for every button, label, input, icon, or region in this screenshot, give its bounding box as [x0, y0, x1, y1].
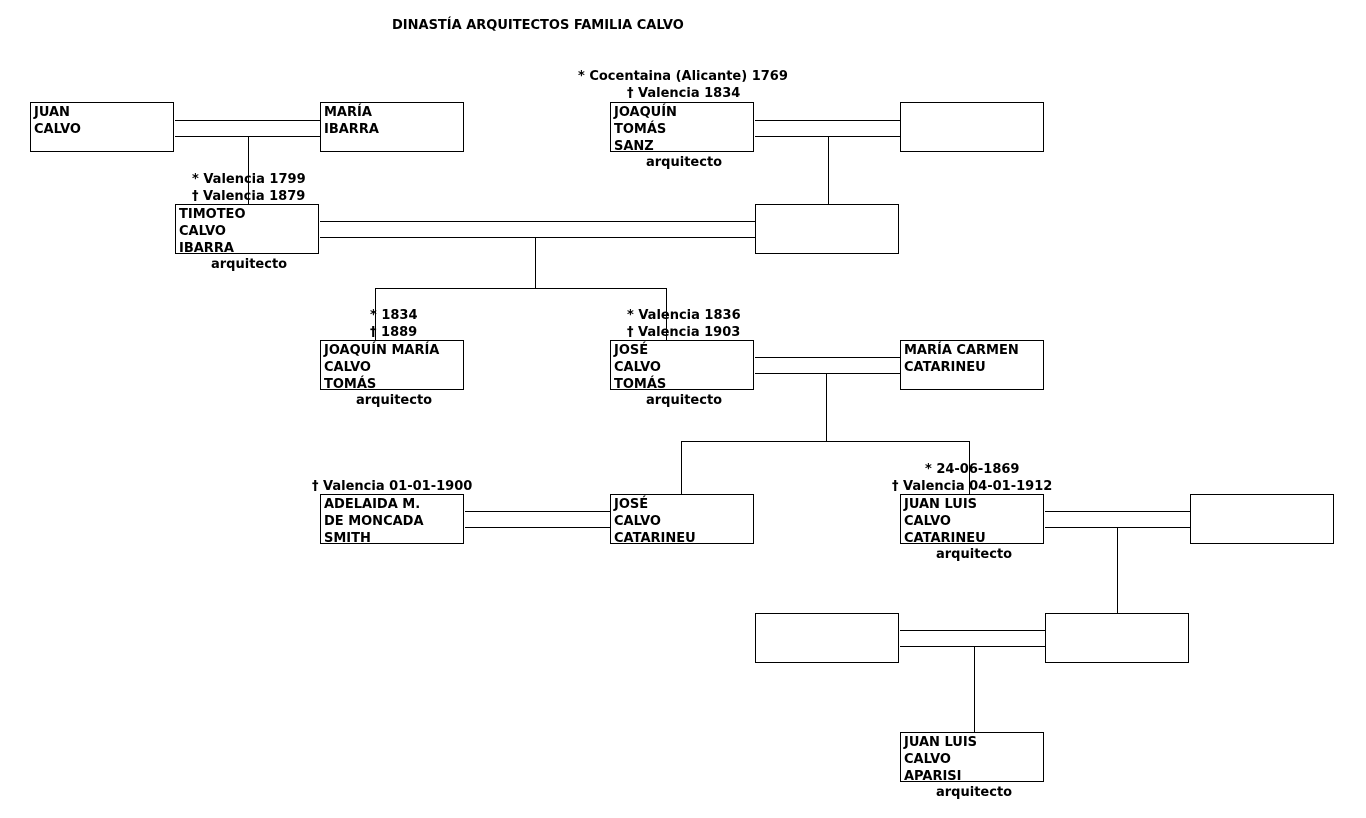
- person-name-line: CALVO: [904, 514, 951, 529]
- birth-info: * 1834: [370, 308, 418, 323]
- person-box-juan-luis-calvo-catarineu[interactable]: JUAN LUIS CALVO CATARINEU: [900, 494, 1044, 546]
- person-box-empty[interactable]: [1190, 494, 1334, 544]
- profession-label: arquitecto: [936, 547, 1013, 562]
- person-name-line: JOAQUÍN MARÍA: [324, 343, 440, 358]
- person-name-line: CALVO: [614, 360, 661, 375]
- person-name-line: CALVO: [324, 360, 371, 375]
- death-info: † Valencia 1879: [192, 189, 306, 204]
- profession-label: arquitecto: [211, 257, 288, 272]
- person-name-line: TIMOTEO: [179, 207, 246, 222]
- death-info: † Valencia 04-01-1912: [892, 479, 1053, 494]
- person-name-line: CATARINEU: [614, 531, 696, 546]
- person-box-empty[interactable]: [900, 102, 1044, 152]
- person-name-line: JUAN LUIS: [904, 497, 978, 512]
- person-name-line: SANZ: [614, 139, 654, 154]
- person-name-line: DE MONCADA: [324, 514, 424, 529]
- birth-info: * Cocentaina (Alicante) 1769: [578, 69, 788, 84]
- profession-label: arquitecto: [356, 393, 433, 408]
- person-name-line: APARISI: [904, 769, 962, 784]
- person-box-empty[interactable]: [755, 204, 899, 254]
- person-name-line: MARÍA CARMEN: [904, 343, 1019, 358]
- person-box-empty[interactable]: [755, 613, 899, 663]
- person-name-line: MARÍA: [324, 105, 372, 120]
- person-name-line: JOSÉ: [614, 343, 649, 358]
- profession-label: arquitecto: [936, 785, 1013, 800]
- death-info: † Valencia 1834: [627, 86, 741, 101]
- death-info: † Valencia 01-01-1900: [312, 479, 473, 494]
- person-name-line: JUAN: [34, 105, 70, 120]
- person-name-line: SMITH: [324, 531, 371, 546]
- person-name-line: CALVO: [34, 122, 81, 137]
- person-box-jose-calvo-catarineu[interactable]: JOSÉ CALVO CATARINEU: [610, 494, 754, 546]
- person-box-jose-calvo-tomas[interactable]: JOSÉ CALVO TOMÁS: [610, 340, 754, 392]
- person-box-joaquin-maria-calvo-tomas[interactable]: JOAQUÍN MARÍA CALVO TOMÁS: [320, 340, 464, 392]
- person-box-adelaida-moncada-smith[interactable]: ADELAIDA M. DE MONCADA SMITH: [320, 494, 464, 546]
- person-box-joaquin-tomas-sanz[interactable]: JOAQUÍN TOMÁS SANZ: [610, 102, 754, 154]
- person-name-line: JUAN LUIS: [904, 735, 978, 750]
- person-name-line: CATARINEU: [904, 531, 986, 546]
- person-name-line: CATARINEU: [904, 360, 986, 375]
- birth-info: * 24-06-1869: [925, 462, 1020, 477]
- profession-label: arquitecto: [646, 393, 723, 408]
- person-box-timoteo-calvo-ibarra[interactable]: TIMOTEO CALVO IBARRA: [175, 204, 319, 256]
- death-info: † Valencia 1903: [627, 325, 741, 340]
- person-name-line: IBARRA: [324, 122, 379, 137]
- person-name-line: TOMÁS: [614, 122, 667, 137]
- profession-label: arquitecto: [646, 155, 723, 170]
- birth-info: * Valencia 1836: [627, 308, 741, 323]
- person-box-empty[interactable]: [1045, 613, 1189, 663]
- person-name-line: IBARRA: [179, 241, 234, 256]
- birth-info: * Valencia 1799: [192, 172, 306, 187]
- person-name-line: JOAQUÍN: [614, 105, 677, 120]
- person-name-line: CALVO: [179, 224, 226, 239]
- person-box-maria-ibarra[interactable]: MARÍA IBARRA: [320, 102, 464, 152]
- death-info: † 1889: [370, 325, 418, 340]
- person-name-line: TOMÁS: [614, 377, 667, 392]
- diagram-title: DINASTÍA ARQUITECTOS FAMILIA CALVO: [392, 18, 684, 33]
- person-name-line: CALVO: [904, 752, 951, 767]
- person-box-maria-carmen-catarineu[interactable]: MARÍA CARMEN CATARINEU: [900, 340, 1044, 390]
- person-box-juan-luis-calvo-aparisi[interactable]: JUAN LUIS CALVO APARISI: [900, 732, 1044, 784]
- person-box-juan-calvo[interactable]: JUAN CALVO: [30, 102, 174, 152]
- person-name-line: CALVO: [614, 514, 661, 529]
- person-name-line: TOMÁS: [324, 377, 377, 392]
- person-name-line: JOSÉ: [614, 497, 649, 512]
- person-name-line: ADELAIDA M.: [324, 497, 421, 512]
